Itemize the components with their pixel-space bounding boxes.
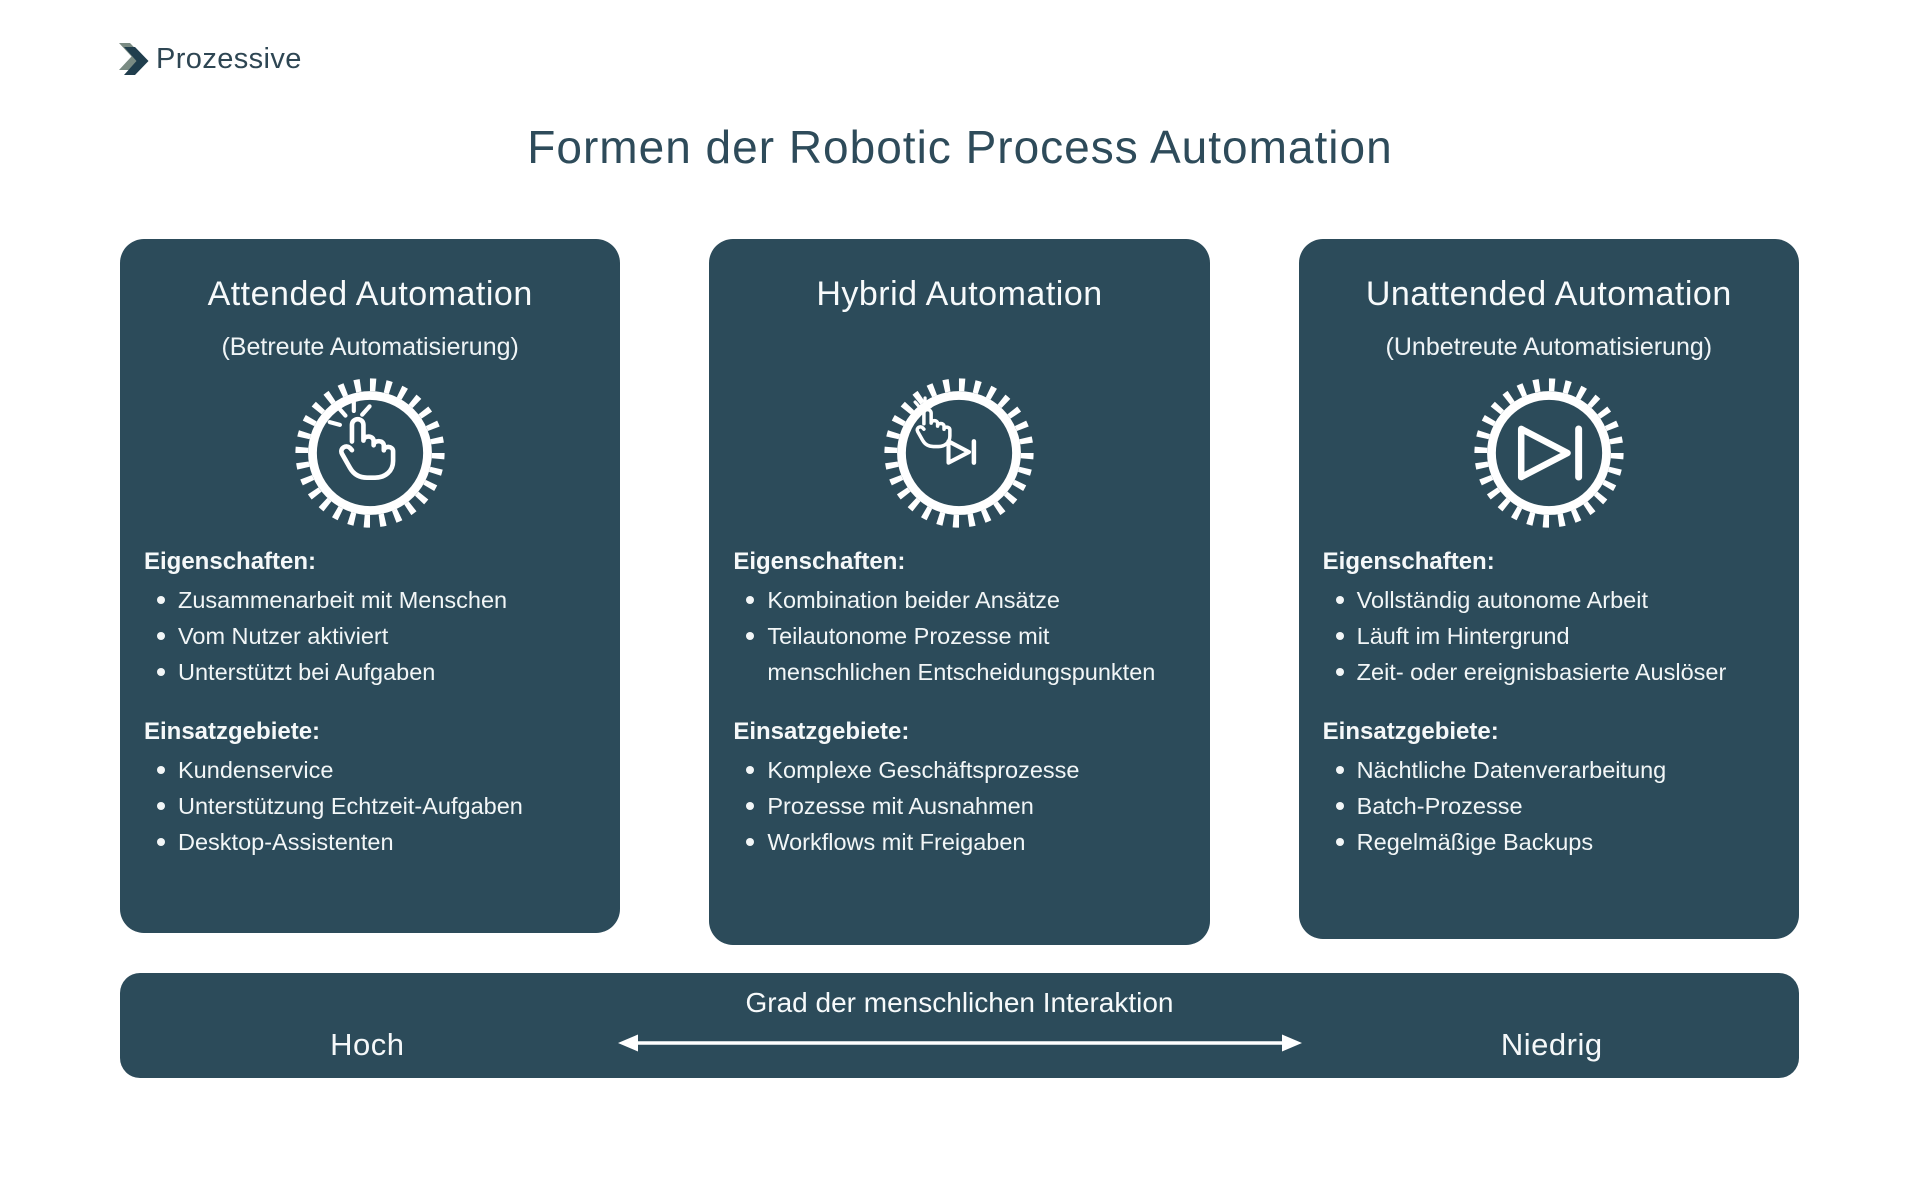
card-section-einsatzgebiete: Einsatzgebiete: Nächtliche Datenverarbei… (1323, 718, 1775, 860)
gear-click-hand-icon (295, 378, 445, 528)
card-section-eigenschaften: Eigenschaften: Kombination beider Ansätz… (733, 548, 1185, 690)
section-list: Zusammenarbeit mit Menschen Vom Nutzer a… (144, 582, 596, 690)
card-title: Attended Automation (207, 275, 533, 313)
list-item: Nächtliche Datenverarbeitung (1335, 752, 1775, 788)
list-item: Unterstützung Echtzeit-Aufgaben (156, 788, 596, 824)
cards-row: Attended Automation (Betreute Automatisi… (120, 239, 1799, 945)
card-attended-automation: Attended Automation (Betreute Automatisi… (120, 239, 621, 933)
card-section-einsatzgebiete: Einsatzgebiete: Kundenservice Unterstütz… (144, 718, 596, 860)
card-title: Hybrid Automation (816, 275, 1103, 313)
chevron-logo-icon (119, 43, 149, 75)
scale-left-label: Hoch (330, 1027, 405, 1062)
list-item: Kombination beider Ansätze (746, 582, 1185, 618)
interaction-scale-bar: Grad der menschlichen Interaktion Hoch N… (120, 973, 1799, 1078)
scale-right-label: Niedrig (1500, 1027, 1603, 1062)
card-section-eigenschaften: Eigenschaften: Vollständig autonome Arbe… (1323, 548, 1775, 690)
double-headed-arrow-icon (617, 1034, 1302, 1052)
section-heading: Eigenschaften: (733, 548, 906, 575)
card-hybrid-automation: Hybrid Automation Eigenschaften: Kombina… (709, 239, 1210, 945)
scale-bar-row: Hoch Niedrig (120, 1020, 1799, 1078)
gear-click-hand-skip-icon (884, 378, 1035, 528)
list-item: Batch-Prozesse (1335, 788, 1775, 824)
section-list: Nächtliche Datenverarbeitung Batch-Proze… (1323, 752, 1775, 860)
card-subtitle: (Betreute Automatisierung) (221, 333, 519, 361)
list-item: Läuft im Hintergrund (1335, 618, 1775, 654)
section-list: Kundenservice Unterstützung Echtzeit-Auf… (144, 752, 596, 860)
list-item: Komplexe Geschäftsprozesse (746, 752, 1185, 788)
section-heading: Einsatzgebiete: (144, 718, 321, 745)
list-item: Kundenservice (156, 752, 596, 788)
section-list: Kombination beider Ansätze Teilautonome … (733, 582, 1185, 690)
logo-text: Prozessive (156, 42, 302, 75)
section-heading: Eigenschaften: (1322, 548, 1495, 575)
scale-bar-label: Grad der menschlichen Interaktion (745, 987, 1174, 1018)
card-unattended-automation: Unattended Automation (Unbetreute Automa… (1298, 239, 1799, 939)
section-list: Vollständig autonome Arbeit Läuft im Hin… (1323, 582, 1775, 690)
list-item: Prozesse mit Ausnahmen (746, 788, 1185, 824)
gear-skip-next-icon (1474, 378, 1624, 528)
logo: Prozessive (118, 42, 302, 76)
list-item: Regelmäßige Backups (1335, 824, 1775, 860)
card-section-einsatzgebiete: Einsatzgebiete: Komplexe Geschäftsprozes… (733, 718, 1185, 860)
list-item: Workflows mit Freigaben (746, 824, 1185, 860)
list-item: Vom Nutzer aktiviert (156, 618, 596, 654)
section-list: Komplexe Geschäftsprozesse Prozesse mit … (733, 752, 1185, 860)
card-subtitle: (Unbetreute Automatisierung) (1385, 333, 1713, 361)
list-item: Zeit- oder ereignisbasierte Auslöser (1335, 654, 1775, 690)
list-item: Vollständig autonome Arbeit (1335, 582, 1775, 618)
section-heading: Eigenschaften: (144, 548, 317, 575)
list-item: Zusammenarbeit mit Menschen (156, 582, 596, 618)
list-item: Unterstützt bei Aufgaben (156, 654, 596, 690)
list-item: Desktop-Assistenten (156, 824, 596, 860)
section-heading: Einsatzgebiete: (1322, 718, 1499, 745)
card-title: Unattended Automation (1365, 275, 1732, 313)
list-item: Teilautonome Prozesse mit menschlichen E… (746, 618, 1185, 690)
card-section-eigenschaften: Eigenschaften: Zusammenarbeit mit Mensch… (144, 548, 596, 690)
page-title: Formen der Robotic Process Automation (527, 121, 1393, 173)
section-heading: Einsatzgebiete: (733, 718, 910, 745)
